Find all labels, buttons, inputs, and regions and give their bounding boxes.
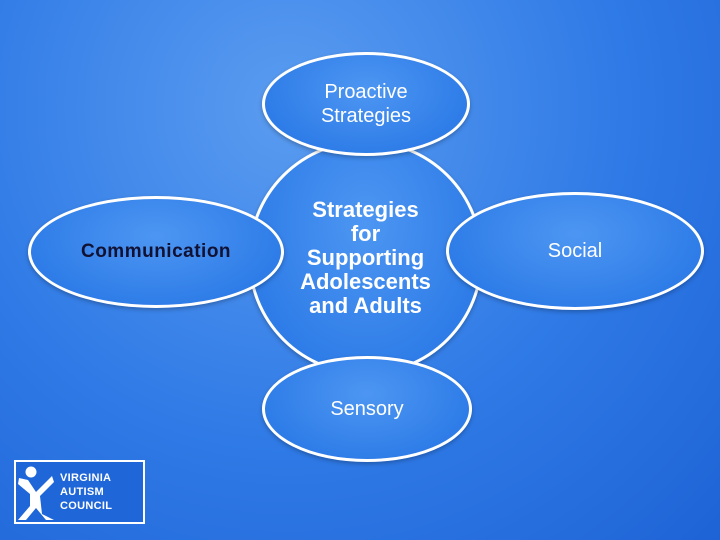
virginia-autism-council-logo: VIRGINIA AUTISM COUNCIL: [14, 460, 145, 524]
center-oval: Strategies for Supporting Adolescents an…: [248, 140, 483, 375]
top-label: Proactive Strategies: [321, 80, 411, 128]
center-label: Strategies for Supporting Adolescents an…: [300, 196, 431, 318]
right-label: Social: [547, 240, 603, 262]
bottom-oval: Sensory: [262, 356, 472, 462]
top-oval: Proactive Strategies: [262, 52, 470, 156]
left-label: Communication: [80, 241, 232, 262]
logo-line-2: AUTISM: [60, 486, 104, 498]
top-line-2: Strategies: [320, 105, 412, 127]
logo-figure-icon: [18, 466, 54, 520]
logo-line-1: VIRGINIA: [60, 472, 112, 484]
logo-line-3: COUNCIL: [60, 500, 113, 512]
center-line-1: Strategies: [312, 196, 419, 222]
logo-text: VIRGINIA AUTISM COUNCIL: [60, 471, 112, 513]
top-line-1: Proactive: [324, 81, 408, 103]
center-line-3: Supporting: [306, 244, 425, 270]
left-oval: Communication: [28, 196, 284, 308]
right-oval: Social: [446, 192, 704, 310]
center-line-5: and Adults: [309, 292, 422, 318]
center-line-2: for: [350, 220, 381, 246]
center-line-4: Adolescents: [300, 268, 431, 294]
bottom-label: Sensory: [330, 398, 404, 420]
